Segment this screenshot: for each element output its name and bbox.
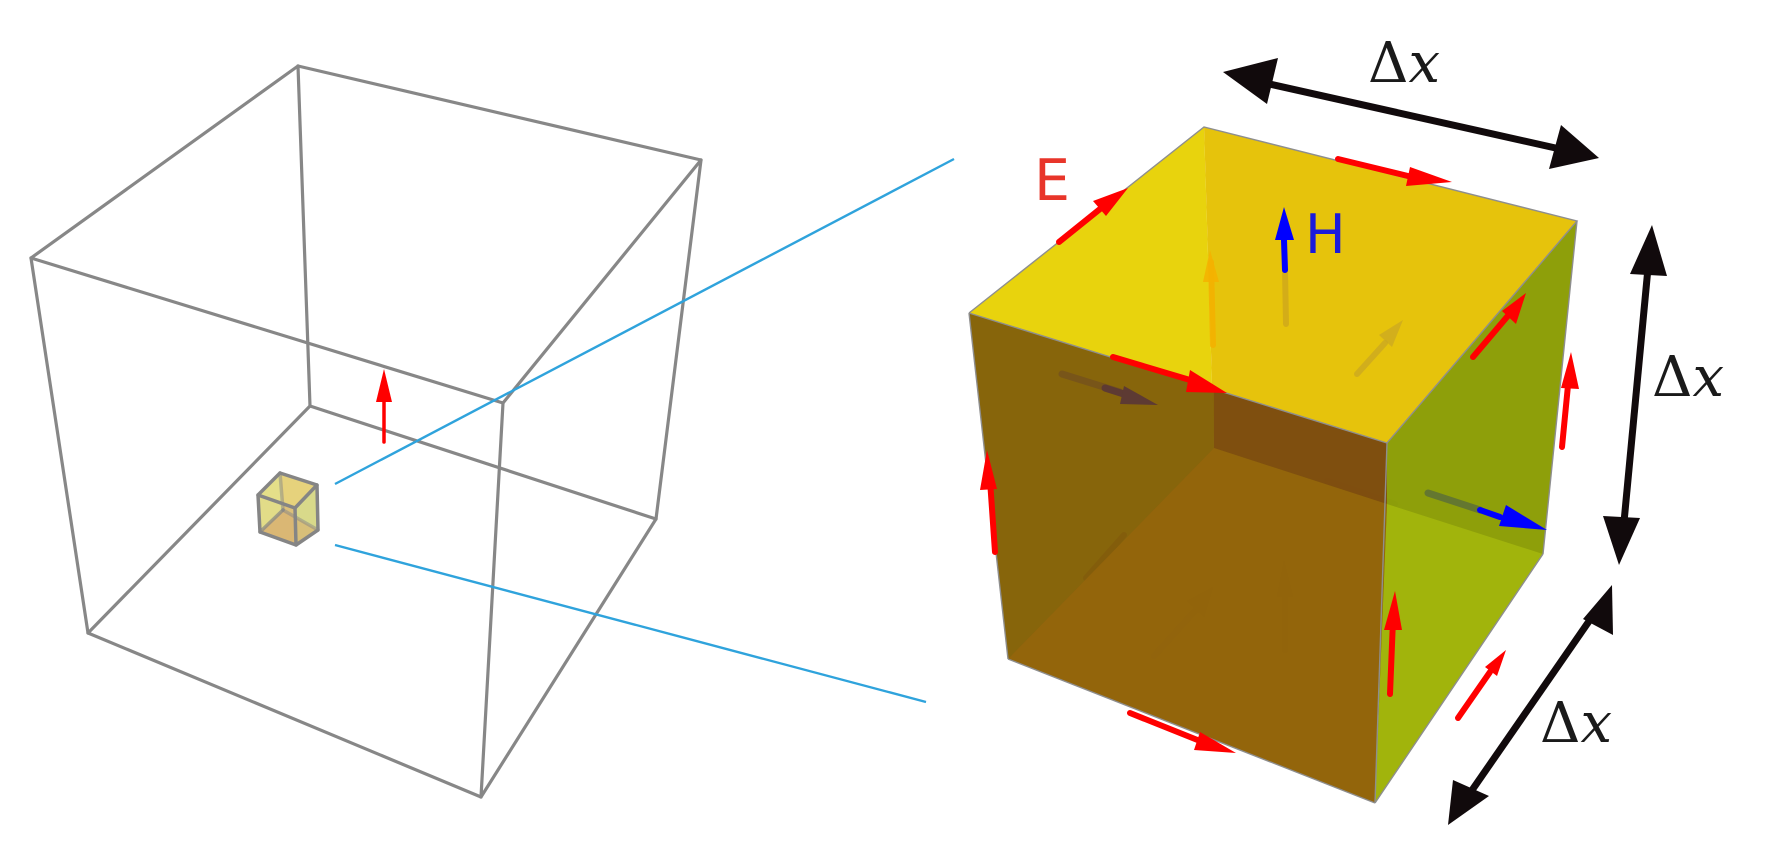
- dimension-label-top: Δx: [1368, 36, 1440, 92]
- dimension-label-right: Δx: [1652, 350, 1724, 406]
- dimension-arrows: [1264, 79, 1652, 798]
- h-field-label: H: [1305, 203, 1346, 266]
- delta-symbol: Δ: [1368, 31, 1409, 96]
- cell-inner-shading: [1008, 390, 1387, 803]
- x-variable: x: [1408, 31, 1441, 96]
- e-field-label: E: [1034, 148, 1071, 214]
- zoom-connector-lines: [334, 157, 955, 704]
- delta-symbol: Δ: [1652, 345, 1693, 410]
- delta-symbol: Δ: [1540, 691, 1581, 756]
- outer-wireframe-cube: [29, 64, 703, 799]
- hidden-field-arrows: [1058, 370, 1547, 530]
- e-field-arrowheads: [980, 167, 1579, 753]
- dimension-arrowheads: [1223, 58, 1667, 825]
- e-field-arrow-icon: [376, 369, 392, 444]
- small-cell-icon: [256, 471, 320, 547]
- x-variable: x: [1580, 691, 1613, 756]
- x-variable: x: [1692, 345, 1725, 410]
- dimension-label-diagonal: Δx: [1540, 696, 1612, 752]
